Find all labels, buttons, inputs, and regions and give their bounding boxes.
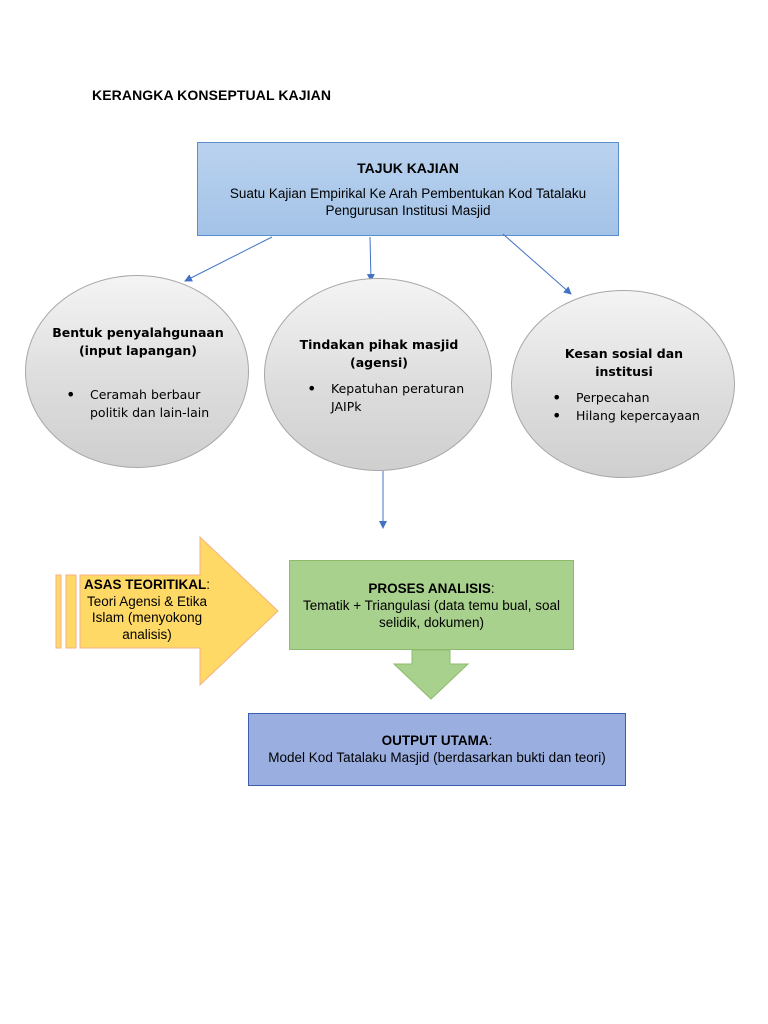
research-title-heading: TAJUK KAJIAN [357, 160, 459, 176]
output-label: OUTPUT UTAMA [381, 733, 489, 748]
research-title-text: Suatu Kajian Empirikal Ke Arah Pembentuk… [229, 186, 587, 218]
asas-label: ASAS TEORITIKAL [83, 577, 207, 592]
asas-teoritikal-text: ASAS TEORITIKAL: Teori Agensi & Etika Is… [82, 577, 212, 643]
list-item: Hilang kepercayaan [552, 407, 722, 425]
list-item: Perpecahan [552, 389, 722, 407]
ellipse-tindakan-agensi: Tindakan pihak masjid (agensi) Kepatuhan… [264, 278, 492, 471]
proses-colon: : [490, 581, 495, 596]
page-title: KERANGKA KONSEPTUAL KAJIAN [92, 87, 332, 103]
list-item: Ceramah berbaur politik dan lain-lain [66, 386, 231, 422]
list-item: Kepatuhan peraturan JAIPk [307, 380, 477, 416]
connector-arrow-right [502, 233, 572, 295]
output-utama-box: OUTPUT UTAMA: Model Kod Tatalaku Masjid … [248, 713, 626, 786]
ellipse-heading: Tindakan pihak masjid (agensi) [299, 337, 459, 370]
ellipse-heading: Bentuk penyalahgunaan (input lapangan) [52, 325, 224, 358]
ellipse-list: Perpecahan Hilang kepercayaan [552, 389, 722, 425]
output-colon: : [488, 733, 493, 748]
output-description: Model Kod Tatalaku Masjid (berdasarkan b… [268, 750, 606, 765]
proses-description: Tematik + Triangulasi (data temu bual, s… [302, 598, 560, 630]
ellipse-input-lapangan: Bentuk penyalahgunaan (input lapangan) C… [25, 275, 249, 468]
connector-arrow-middle [366, 236, 375, 282]
ellipse-kesan-sosial: Kesan sosial dan institusi Perpecahan Hi… [511, 290, 735, 478]
asas-description: Teori Agensi & Etika Islam (menyokong an… [86, 593, 208, 642]
asas-colon: : [206, 577, 211, 592]
asas-block-arrow [55, 535, 279, 687]
ellipse-heading: Kesan sosial dan institusi [564, 346, 684, 379]
proses-down-arrow [392, 649, 470, 700]
proses-label: PROSES ANALISIS [368, 581, 491, 596]
ellipse-list: Ceramah berbaur politik dan lain-lain [66, 386, 231, 422]
research-title-box: TAJUK KAJIAN Suatu Kajian Empirikal Ke A… [197, 142, 619, 236]
proses-analisis-box: PROSES ANALISIS: Tematik + Triangulasi (… [289, 560, 574, 650]
connector-arrow-left [184, 236, 273, 282]
ellipse-list: Kepatuhan peraturan JAIPk [307, 380, 477, 416]
